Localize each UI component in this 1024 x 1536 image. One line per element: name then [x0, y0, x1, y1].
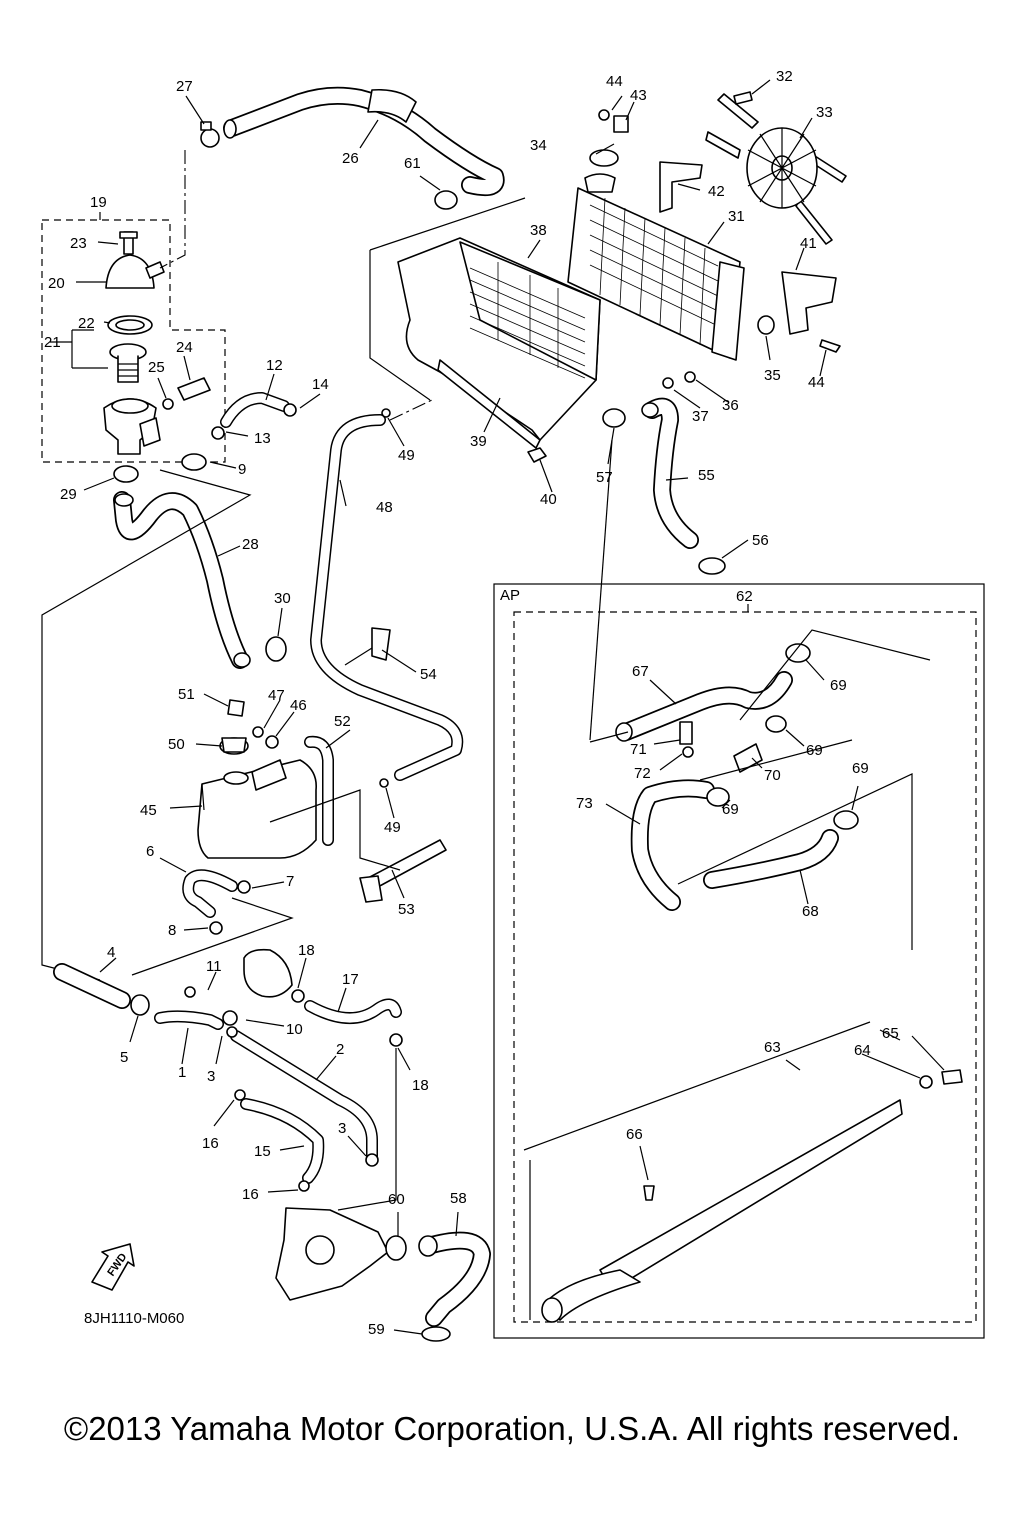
- callout-69: 69: [852, 760, 869, 777]
- callout-60: 60: [388, 1191, 405, 1208]
- callout-37: 37: [692, 408, 709, 425]
- copyright-notice: ©2013 Yamaha Motor Corporation, U.S.A. A…: [63, 1410, 961, 1447]
- callout-17: 17: [342, 971, 359, 988]
- callout-62: 62: [736, 588, 753, 605]
- callout-69: 69: [806, 742, 823, 759]
- callout-52: 52: [334, 713, 351, 730]
- callout-8: 8: [168, 922, 176, 939]
- thermostat-group: [41, 212, 226, 463]
- callout-46: 46: [290, 697, 307, 714]
- callout-1: 1: [178, 1064, 186, 1081]
- callout-45: 45: [140, 802, 157, 819]
- callout-49: 49: [384, 819, 401, 836]
- callout-24: 24: [176, 339, 193, 356]
- return-hose: [41, 453, 287, 981]
- callout-44: 44: [808, 374, 825, 391]
- callout-2: 2: [336, 1041, 344, 1058]
- callout-44: 44: [606, 73, 623, 90]
- callout-18: 18: [298, 942, 315, 959]
- leader-lines: [76, 79, 945, 1335]
- callout-9: 9: [238, 461, 246, 478]
- callout-41: 41: [800, 235, 817, 252]
- callout-30: 30: [274, 590, 291, 607]
- callout-22: 22: [78, 315, 95, 332]
- callout-57: 57: [596, 469, 613, 486]
- callout-47: 47: [268, 687, 285, 704]
- callout-35: 35: [764, 367, 781, 384]
- callout-66: 66: [626, 1126, 643, 1143]
- coolant-reservoir: [197, 699, 447, 903]
- callout-4: 4: [107, 944, 115, 961]
- callout-16: 16: [202, 1135, 219, 1152]
- callout-16: 16: [242, 1186, 259, 1203]
- callout-38: 38: [530, 222, 547, 239]
- callout-69: 69: [722, 801, 739, 818]
- callout-labels: 1 2 3 3 4 5 6 7 8 9 10 11 12 13 14 15 16…: [44, 68, 899, 1338]
- callout-29: 29: [60, 486, 77, 503]
- callout-25: 25: [148, 359, 165, 376]
- callout-3: 3: [338, 1120, 346, 1137]
- callout-65: 65: [882, 1025, 899, 1042]
- callout-20: 20: [48, 275, 65, 292]
- callout-13: 13: [254, 430, 271, 447]
- callout-12: 12: [266, 357, 283, 374]
- callout-73: 73: [576, 795, 593, 812]
- radiator-outlet-hose: [589, 397, 726, 741]
- radiator-inlet-hose: [159, 86, 505, 269]
- callout-31: 31: [728, 208, 745, 225]
- overflow-hose: [310, 399, 464, 788]
- callout-3: 3: [207, 1068, 215, 1085]
- radiator-assembly: [369, 149, 841, 463]
- callout-69: 69: [830, 677, 847, 694]
- callout-49: 49: [398, 447, 415, 464]
- callout-23: 23: [70, 235, 87, 252]
- callout-42: 42: [708, 183, 725, 200]
- callout-33: 33: [816, 104, 833, 121]
- callout-58: 58: [450, 1190, 467, 1207]
- callout-55: 55: [698, 467, 715, 484]
- callout-5: 5: [120, 1049, 128, 1066]
- callout-61: 61: [404, 155, 421, 172]
- callout-50: 50: [168, 736, 185, 753]
- callout-28: 28: [242, 536, 259, 553]
- callout-27: 27: [176, 78, 193, 95]
- callout-36: 36: [722, 397, 739, 414]
- callout-6: 6: [146, 843, 154, 860]
- callout-18: 18: [412, 1077, 429, 1094]
- drawing-code: 8JH1110-M060: [84, 1310, 184, 1327]
- callout-68: 68: [802, 903, 819, 920]
- callout-14: 14: [312, 376, 329, 393]
- callout-59: 59: [368, 1321, 385, 1338]
- callout-72: 72: [634, 765, 651, 782]
- callout-71: 71: [630, 741, 647, 758]
- callout-11: 11: [206, 958, 222, 975]
- callout-63: 63: [764, 1039, 781, 1056]
- callout-56: 56: [752, 532, 769, 549]
- callout-43: 43: [630, 87, 647, 104]
- callout-70: 70: [764, 767, 781, 784]
- callout-40: 40: [540, 491, 557, 508]
- callout-51: 51: [178, 686, 195, 703]
- callout-39: 39: [470, 433, 487, 450]
- callout-53: 53: [398, 901, 415, 918]
- ap-label: AP: [500, 587, 520, 604]
- lower-hose-set: FWD: [53, 869, 491, 1342]
- callout-54: 54: [420, 666, 437, 683]
- callout-34: 34: [530, 137, 547, 154]
- ap-optional-kit: [493, 583, 985, 1339]
- callout-64: 64: [854, 1042, 871, 1059]
- callout-32: 32: [776, 68, 793, 85]
- callout-67: 67: [632, 663, 649, 680]
- callout-26: 26: [342, 150, 359, 167]
- callout-19: 19: [90, 194, 107, 211]
- callout-7: 7: [286, 873, 294, 890]
- callout-10: 10: [286, 1021, 303, 1038]
- callout-15: 15: [254, 1143, 271, 1160]
- callout-21: 21: [44, 334, 61, 351]
- small-bypass-hose: [211, 392, 297, 440]
- callout-48: 48: [376, 499, 393, 516]
- cooling-fan: [598, 91, 847, 245]
